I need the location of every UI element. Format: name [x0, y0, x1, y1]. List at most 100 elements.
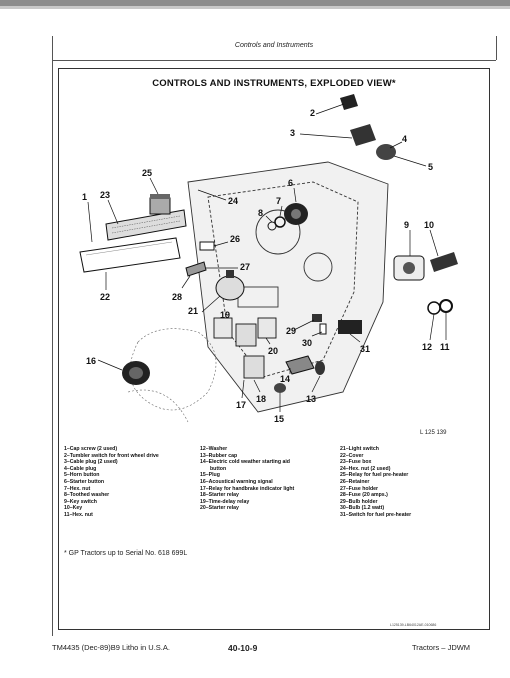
- footnote: * GP Tractors up to Serial No. 618 699L: [64, 550, 188, 557]
- part-29-bulb-holder: [312, 314, 322, 322]
- callout-19: 19: [220, 310, 230, 320]
- part-4-cable-plug: [376, 144, 396, 160]
- part-12-washer: [427, 301, 441, 315]
- legend-item: 4–Cable plug: [64, 465, 97, 472]
- part-16-warning-signal: [122, 361, 150, 385]
- legend-item: 8–Toothed washer: [64, 492, 110, 499]
- top-bar-shadow: [0, 6, 510, 9]
- leader-lines: [87, 103, 447, 412]
- legend-item: 17–Relay for handbrake indicator light: [200, 485, 295, 492]
- legend-item-continuation: button: [210, 465, 227, 472]
- part-10-key: [430, 252, 458, 272]
- header-rule: [52, 60, 496, 61]
- legend-item: 23–Fuse box: [340, 459, 372, 466]
- callout-1: 1: [82, 192, 87, 202]
- legend-item: 21–Light switch: [340, 446, 379, 452]
- legend-item: 19–Time-delay relay: [200, 498, 250, 505]
- legend-item: 29–Bulb holder: [340, 498, 378, 505]
- legend-item: 16–Acoustical warning signal: [200, 478, 273, 485]
- part-7-hex-nut: [274, 216, 286, 228]
- legend-item: 9–Key switch: [64, 498, 97, 505]
- part-11-hex-nut: [439, 299, 453, 313]
- page-frame-right: [496, 36, 497, 60]
- legend-item: 31–Switch for fuel pre-heater: [340, 511, 412, 518]
- part-6-starter-button: [284, 203, 308, 225]
- callout-13: 13: [306, 394, 316, 404]
- callout-8: 8: [258, 208, 263, 218]
- callout-20: 20: [268, 346, 278, 356]
- callout-23: 23: [100, 190, 110, 200]
- part-15-plug: [274, 383, 286, 393]
- legend-item: 13–Rubber cap: [200, 452, 238, 459]
- callout-14: 14: [280, 374, 290, 384]
- legend-item: 26–Retainer: [340, 478, 370, 485]
- callout-30: 30: [302, 338, 312, 348]
- legend-item: 14–Electric cold weather starting aid: [200, 459, 290, 466]
- legend-item: 11–Hex. nut: [64, 511, 93, 518]
- part-25-relay: [149, 194, 171, 215]
- callout-31: 31: [360, 344, 370, 354]
- callout-28: 28: [172, 292, 182, 302]
- legend-item: 25–Relay for fuel pre-heater: [340, 472, 409, 479]
- section-title: Controls and Instruments: [234, 42, 314, 49]
- callout-24: 24: [228, 196, 238, 206]
- callout-7: 7: [276, 196, 281, 206]
- part-2-switch: [340, 94, 376, 146]
- legend-item: 2–Tumbler switch for front wheel drive: [64, 452, 159, 459]
- legend-item: 6–Starter button: [64, 478, 105, 485]
- legend-item: 7–Hex. nut: [64, 485, 91, 492]
- legend-item: 18–Starter relay: [200, 492, 239, 499]
- legend-item: 10–Key: [64, 505, 83, 512]
- legend-item: 24–Hex. nut (2 used): [340, 465, 391, 472]
- callout-2: 2: [310, 108, 315, 118]
- legend-item: 5–Horn button: [64, 472, 100, 479]
- legend-item: 20–Starter relay: [200, 505, 239, 512]
- legend-item: 12–Washer: [200, 446, 228, 452]
- callout-21: 21: [188, 306, 198, 316]
- part-27-fuse-holder: [185, 261, 207, 277]
- callout-26: 26: [230, 234, 240, 244]
- callout-17: 17: [236, 400, 246, 410]
- callout-3: 3: [290, 128, 295, 138]
- top-bar: [0, 0, 510, 6]
- legend-item: 30–Bulb (1.2 watt): [340, 505, 385, 512]
- legend-column-3: 21–Light switch 22–Cover 23–Fuse box 24–…: [340, 446, 411, 519]
- callout-25: 25: [142, 168, 152, 178]
- legend-item: 22–Cover: [340, 452, 364, 459]
- part-31-switch: [338, 320, 362, 334]
- figure-title: CONTROLS AND INSTRUMENTS, EXPLODED VIEW*: [152, 78, 396, 89]
- callout-4: 4: [402, 134, 407, 144]
- legend-item: 3–Cable plug (2 used): [64, 459, 118, 466]
- legend-item: 1–Cap screw (2 used): [64, 446, 118, 452]
- engine-outline: [127, 328, 217, 423]
- part-9-key-switch: [393, 255, 425, 281]
- callout-5: 5: [428, 162, 433, 172]
- dashboard-panel: [187, 161, 389, 413]
- part-22-cover: [79, 237, 181, 273]
- figure-code: L125139-LB64012AE-010686: [390, 623, 437, 627]
- callout-10: 10: [424, 220, 434, 230]
- footer-manual-id: TM4435 (Dec-89)B9 Litho in U.S.A.: [52, 643, 170, 652]
- callout-labels: 1 2 3 4 5 6 7 8 9 10 11 12 13 14 15 16 1…: [82, 108, 450, 424]
- relays-17-20: [213, 317, 277, 379]
- part-30-bulb: [319, 323, 327, 335]
- callout-27: 27: [240, 262, 250, 272]
- figure-id: L 125 139: [420, 430, 447, 436]
- part-13-rubber-cap: [315, 361, 325, 375]
- legend-column-2: 12–Washer 13–Rubber cap 14–Electric cold…: [200, 446, 294, 512]
- callout-22: 22: [100, 292, 110, 302]
- callout-15: 15: [274, 414, 284, 424]
- legend-item: 28–Fuse (20 amps.): [340, 492, 388, 499]
- legend-column-1: 1–Cap screw (2 used) 2–Tumbler switch fo…: [64, 446, 159, 519]
- legend-item: 15–Plug: [200, 472, 220, 479]
- callout-16: 16: [86, 356, 96, 366]
- footer-product: Tractors – JDWM: [412, 643, 471, 652]
- part-23-fuse-box: [105, 209, 187, 241]
- callout-12: 12: [422, 342, 432, 352]
- callout-9: 9: [404, 220, 409, 230]
- callout-18: 18: [256, 394, 266, 404]
- callout-29: 29: [286, 326, 296, 336]
- callout-6: 6: [288, 178, 293, 188]
- page-frame-left: [52, 36, 53, 636]
- exploded-view-diagram: 1 2 3 4 5 6 7 8 9 10 11 12 13 14 15 16 1…: [79, 94, 458, 424]
